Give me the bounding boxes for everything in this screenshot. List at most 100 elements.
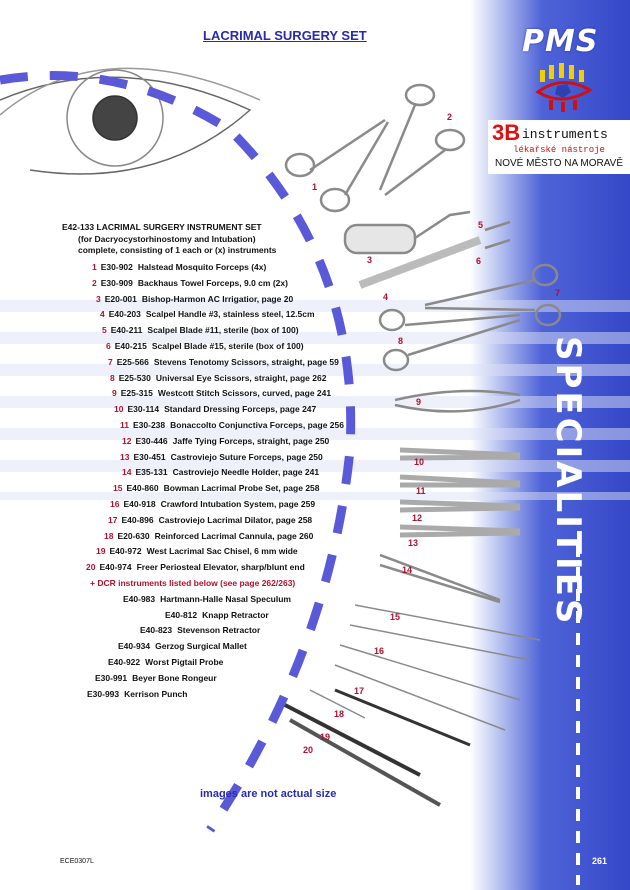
- item-description: Scalpel Blade #11, sterile (box of 100): [147, 325, 299, 336]
- item-code: E30-902: [100, 262, 133, 272]
- vertical-dashed-line: [576, 545, 580, 885]
- item-code: E25-530: [118, 372, 151, 383]
- size-note: images are not actual size: [200, 788, 337, 800]
- item-number: 11: [120, 420, 129, 430]
- item-description: Jaffe Tying Forceps, straight, page 250: [172, 435, 330, 446]
- item-code: E40-215: [114, 341, 147, 351]
- item-number: 8: [110, 372, 115, 383]
- item-code: E25-566: [116, 356, 149, 367]
- image-label: 9: [416, 397, 422, 407]
- item-number: 7: [108, 356, 113, 367]
- page-title: LACRIMAL SURGERY SET: [203, 28, 367, 43]
- image-label: 16: [374, 646, 385, 656]
- image-label: 8: [398, 336, 404, 346]
- dcr-note-text: + DCR instruments listed below (see page…: [90, 578, 296, 588]
- item-number: 4: [100, 309, 105, 320]
- image-label: 13: [408, 538, 419, 548]
- eye-logo-icon: [535, 63, 593, 112]
- item-description: Halstead Mosquito Forceps (4x): [137, 262, 267, 272]
- item-code: E20-630: [117, 530, 150, 541]
- pms-logo: PMS: [522, 24, 599, 59]
- item-code: E40-934: [118, 641, 151, 652]
- item-number: 3: [96, 293, 101, 304]
- item-code: E30-114: [127, 404, 160, 415]
- item-description: Castroviejo Needle Holder, page 241: [172, 467, 320, 478]
- item-code: E40-922: [108, 657, 141, 667]
- item-description: Beyer Bone Rongeur: [132, 672, 217, 683]
- image-label: 10: [414, 457, 425, 467]
- item-number: 2: [92, 277, 97, 288]
- item-description: Westcott Stitch Scissors, curved, page 2…: [157, 388, 332, 399]
- set-contents: complete, consisting of 1 each or (x) in…: [78, 245, 277, 255]
- dcr-list-item: E30-991 Beyer Bone Rongeur: [95, 673, 217, 683]
- dcr-list-item: E30-993 Kerrison Punch: [87, 689, 187, 699]
- item-number: 6: [106, 341, 111, 351]
- item-code: E25-315: [120, 388, 153, 399]
- item-number: 12: [122, 435, 132, 446]
- image-label: 11: [416, 486, 426, 496]
- image-label: 14: [402, 565, 413, 575]
- item-code: E20-001: [104, 293, 137, 304]
- item-description: Bonaccolto Conjunctiva Forceps, page 256: [170, 420, 344, 430]
- image-label: 2: [447, 112, 453, 122]
- catalog-code: ECE0307L: [60, 858, 94, 865]
- item-description: Standard Dressing Forceps, page 247: [164, 404, 317, 415]
- item-description: Stevens Tenotomy Scissors, straight, pag…: [153, 356, 339, 367]
- item-description: Worst Pigtail Probe: [145, 657, 224, 667]
- item-code: E40-896: [121, 514, 154, 525]
- item-code: E30-991: [95, 672, 128, 683]
- item-code: E30-238: [133, 420, 166, 430]
- 3b-instruments-logo: 3B instruments lékařské nástroje NOVÉ MĚ…: [488, 120, 630, 174]
- specialities-label: SPECIALITIES: [548, 336, 588, 627]
- image-label: 3: [367, 255, 373, 265]
- item-number: 20: [86, 562, 96, 573]
- dcr-list-item: E40-934 Gerzog Surgical Mallet: [118, 641, 247, 651]
- item-description: Kerrison Punch: [124, 688, 188, 699]
- item-description: Scalpel Handle #3, stainless steel, 12.5…: [145, 309, 315, 320]
- item-description: Castroviejo Lacrimal Dilator, page 258: [158, 514, 313, 525]
- set-purpose: (for Dacryocystorhinostomy and Intubatio…: [78, 233, 256, 244]
- item-code: E40-823: [140, 625, 173, 636]
- image-label: 1: [312, 182, 318, 192]
- item-code: E40-203: [108, 309, 141, 320]
- image-label: 7: [555, 288, 561, 298]
- item-code: E30-446: [135, 435, 168, 446]
- page-number: 261: [592, 856, 608, 866]
- dcr-list-item: E40-922 Worst Pigtail Probe: [108, 657, 223, 667]
- brand-subtitle: lékařské nástroje: [513, 145, 605, 155]
- item-code: E40-972: [109, 546, 142, 557]
- item-code: E30-909: [100, 277, 133, 288]
- item-description: Stevenson Retractor: [177, 625, 261, 636]
- item-description: West Lacrimal Sac Chisel, 6 mm wide: [146, 546, 298, 557]
- item-description: Gerzog Surgical Mallet: [155, 641, 247, 652]
- item-code: E30-993: [87, 688, 120, 699]
- item-description: Bishop-Harmon AC Irrigatior, page 20: [141, 293, 294, 304]
- image-label: 4: [383, 292, 389, 302]
- eye-illustration: [0, 67, 261, 175]
- instruments: [284, 83, 562, 807]
- item-number: 9: [112, 388, 117, 399]
- image-label: 20: [303, 745, 314, 755]
- image-label: 12: [412, 513, 423, 523]
- item-number: 19: [96, 546, 106, 557]
- item-number: 5: [102, 325, 107, 336]
- list-item: 11 E30-238 Bonaccolto Conjunctiva Forceps,…: [120, 420, 344, 430]
- item-description: Knapp Retractor: [202, 609, 269, 620]
- image-label: 18: [334, 709, 345, 719]
